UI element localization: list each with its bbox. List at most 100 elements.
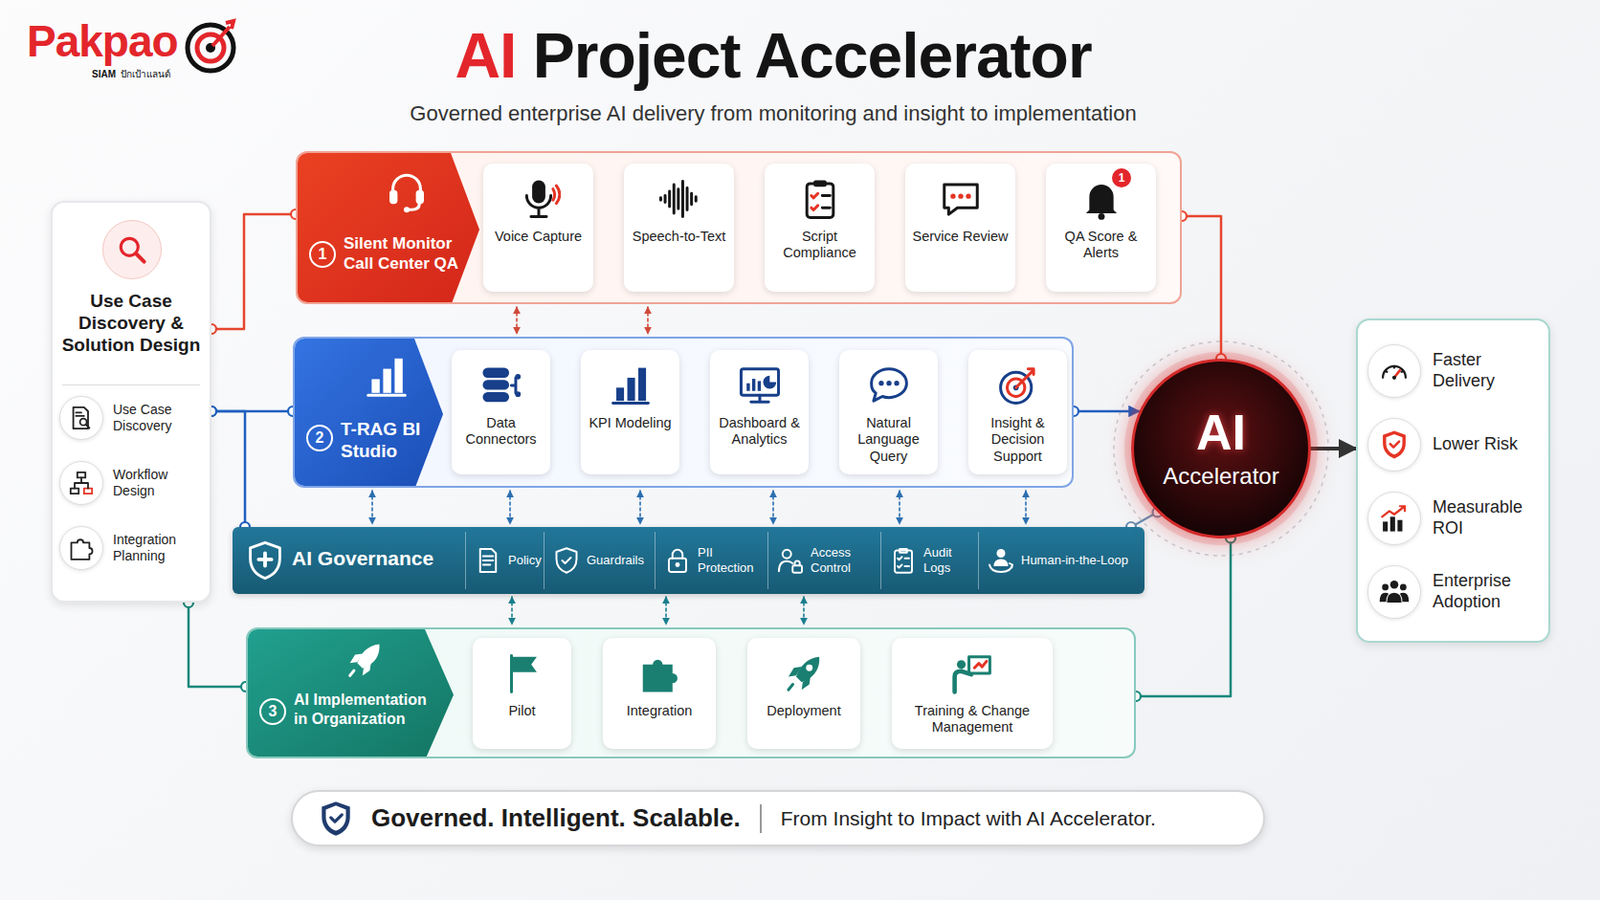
gi-box: Guardrails (543, 532, 653, 590)
headset-stroke (389, 175, 424, 213)
hitl-stroke (989, 563, 1013, 573)
callout-number: 3 (259, 698, 287, 726)
userlock-stroke (778, 550, 802, 574)
headset-stroke (407, 203, 420, 210)
shieldred-icon (1377, 428, 1411, 462)
target-stroke (1015, 369, 1033, 389)
gov-box: AI GovernancePolicyGuardrailsPII Protect… (232, 527, 1145, 595)
audit-icon (888, 546, 918, 576)
connector (1024, 490, 1027, 525)
process-box: Integration (602, 638, 716, 750)
gi-box: Human-in-the-Loop (977, 532, 1137, 590)
puzzle-stroke (643, 660, 678, 693)
ben-box: Measurable ROI (1367, 489, 1544, 548)
userlock-icon (776, 546, 805, 576)
shieldok-icon (552, 546, 581, 576)
footer-slogan: Governed. Intelligent. Scalable. (371, 803, 741, 834)
people-stroke (1390, 580, 1400, 590)
teach-stroke (974, 661, 987, 668)
process-box: Pilot (472, 638, 572, 750)
process-box: Natural Language Query (839, 350, 938, 475)
step-label: Natural Language Query (839, 415, 938, 466)
chat2-stroke (870, 369, 907, 401)
navyshield-stroke (321, 801, 350, 837)
puzzleo-icon (67, 534, 95, 562)
icon-circle (1367, 491, 1422, 546)
governance-item: PII Protection (697, 545, 766, 576)
userlock-stroke (782, 550, 792, 559)
benefit-label: Lower Risk (1432, 434, 1518, 456)
process-box: Training & Change Management (891, 638, 1053, 750)
clip-stroke (806, 179, 834, 218)
headset-stroke (389, 190, 398, 204)
panel-box: Use Case Discovery & Solution DesignUse … (50, 200, 212, 603)
chat-icon (938, 177, 983, 222)
connector (188, 602, 246, 688)
chat2-icon (866, 363, 912, 408)
process-box: Service Review (905, 163, 1016, 292)
db-stroke (482, 392, 510, 402)
connector (211, 214, 296, 330)
chartup-stroke (1381, 506, 1405, 517)
callout-number: 1 (309, 241, 336, 268)
shield-stroke (250, 542, 281, 578)
connector (1181, 216, 1222, 359)
gi-box: Policy (465, 532, 542, 590)
db-stroke (482, 368, 521, 403)
puzzleo-stroke (71, 539, 93, 560)
clip-icon (798, 177, 843, 222)
puzzle-icon (637, 651, 682, 696)
shieldred-stroke (1386, 434, 1403, 455)
governance-item: Access Control (810, 545, 879, 576)
flag-stroke (510, 656, 513, 693)
header-fill (247, 629, 454, 759)
chat-stroke (943, 184, 978, 215)
teach-icon (950, 651, 995, 696)
panel-heading: Use Case Discovery & Solution Design (58, 290, 204, 356)
dash-stroke (750, 395, 768, 402)
headset-stroke (393, 175, 422, 194)
headset-icon (383, 168, 430, 215)
logo-target (187, 21, 234, 71)
benefit-label: Measurable ROI (1432, 497, 1544, 539)
bars-stroke (382, 369, 391, 394)
gauge-stroke (1382, 366, 1406, 380)
process-box: Voice Capture (483, 163, 594, 292)
connector (639, 490, 642, 525)
bell-icon (1079, 177, 1124, 222)
doc-stroke (480, 549, 497, 573)
shieldred-stroke (1382, 431, 1406, 460)
process-box: KPI Modeling (580, 350, 680, 475)
acc-box: AIAccelerator (1131, 358, 1312, 539)
mic-stroke (526, 196, 551, 218)
hub-title: AI (1196, 407, 1246, 458)
logo-subtext: SIAM (91, 68, 116, 80)
workflow-icon (67, 469, 95, 497)
audit-stroke (894, 549, 912, 574)
governance-item: Audit Logs (923, 545, 977, 576)
teach-stroke (969, 657, 991, 674)
hitl-icon (986, 546, 1016, 576)
doc-stroke (480, 549, 497, 573)
db-stroke (514, 391, 521, 398)
step-label: KPI Modeling (583, 415, 676, 432)
dash-stroke (746, 383, 750, 392)
foot-box: Governed. Intelligent. Scalable.From Ins… (290, 790, 1266, 847)
sub-box: Integration Planning (59, 522, 205, 575)
shield-stroke (258, 553, 271, 566)
bars-stroke (612, 401, 648, 405)
bell-stroke (1085, 184, 1116, 214)
people-stroke (1386, 593, 1401, 603)
connector (772, 490, 775, 525)
workflow-stroke (74, 477, 89, 489)
step-label: Voice Capture (489, 228, 587, 245)
step-label: Script Compliance (764, 228, 875, 263)
step-label: Use Case Discovery (112, 401, 205, 435)
connector (515, 307, 518, 334)
ben-box: Faster Delivery (1367, 342, 1544, 400)
chat2-stroke (870, 369, 907, 401)
clip-stroke (813, 179, 827, 187)
lock-stroke (668, 550, 687, 573)
audit-stroke (899, 549, 908, 554)
